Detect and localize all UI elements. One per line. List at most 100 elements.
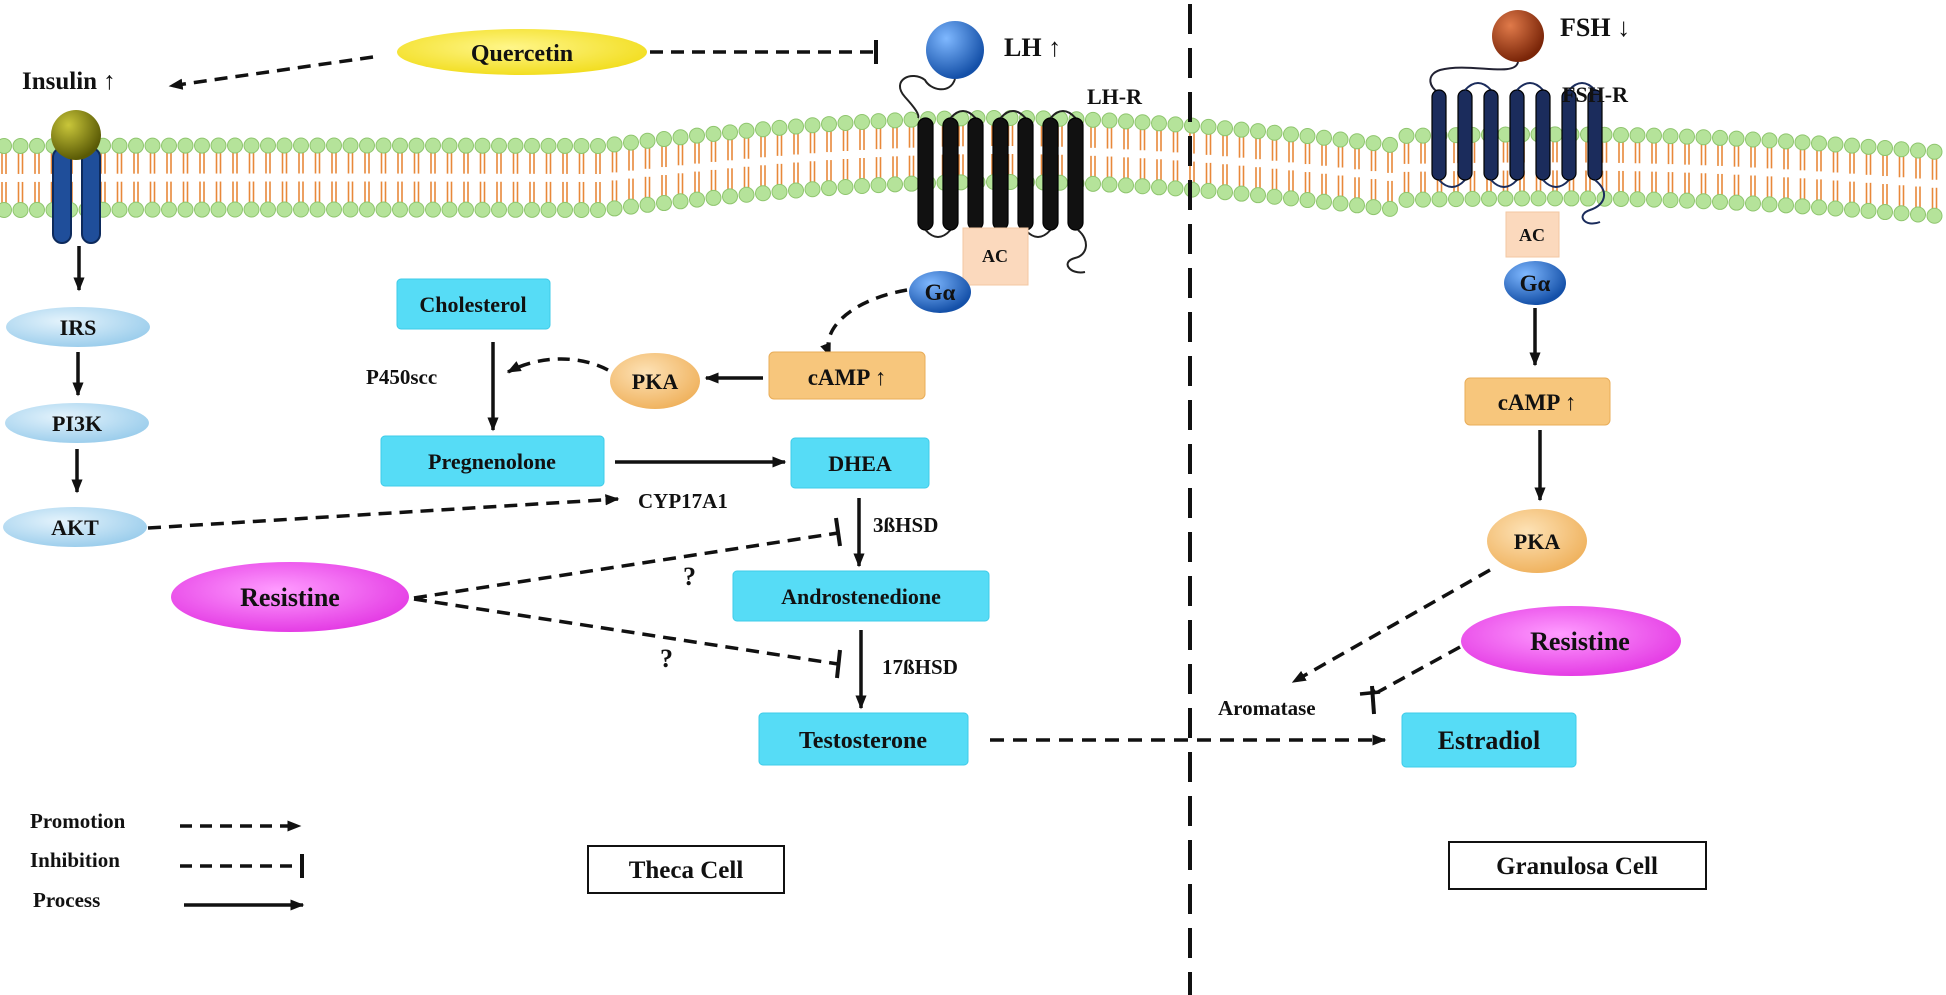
lipid-head: [1464, 190, 1481, 207]
lipid-head: [1860, 138, 1877, 155]
lipid-head: [1431, 191, 1448, 208]
androstenedione-box: [732, 570, 990, 622]
lipid-head: [722, 124, 738, 141]
lipid-head: [1283, 190, 1299, 207]
lipid-head: [128, 137, 144, 154]
lipid-head: [111, 137, 128, 154]
lipid-head: [1563, 190, 1580, 207]
receptor-loop: [1049, 110, 1077, 119]
lipid-head: [1266, 124, 1283, 141]
lipid-head: [441, 137, 458, 154]
lipid-head: [128, 201, 144, 218]
lipid-head: [557, 137, 573, 154]
lipid-head: [1382, 136, 1398, 153]
lipid-head: [1530, 190, 1547, 207]
transmembrane-helix: [917, 117, 934, 231]
lipid-head: [755, 185, 771, 202]
lipid-head: [738, 186, 755, 203]
irs-label: IRS: [60, 315, 97, 340]
estradiol-label: Estradiol: [1438, 726, 1541, 755]
lipid-head: [903, 111, 920, 128]
cyp17a1-label: CYP17A1: [638, 489, 728, 513]
lipid-head: [243, 137, 260, 154]
transmembrane-helix: [1483, 89, 1499, 181]
lipid-head: [1514, 190, 1530, 207]
receptor-loop: [1568, 82, 1596, 91]
lipid-head: [1844, 201, 1860, 218]
resistine-inhibits-3bhsd-line: [413, 531, 839, 600]
lipid-head: [0, 137, 12, 154]
lipid-head: [1761, 132, 1778, 149]
cholesterol-label: Cholesterol: [419, 292, 526, 317]
lipid-head: [1349, 133, 1365, 150]
lipid-head: [672, 193, 689, 210]
granulosa-resistine-node: [1461, 606, 1681, 676]
lipid-head: [408, 137, 425, 154]
lipid-head: [177, 201, 194, 218]
androstenedione-label: Androstenedione: [781, 584, 941, 609]
transmembrane-helix: [942, 117, 959, 231]
lipid-head: [1167, 116, 1184, 133]
granulosa-pka-node: [1487, 509, 1587, 573]
lipid-head: [491, 137, 507, 154]
quercetin-label: Quercetin: [471, 41, 573, 67]
lipid-head: [375, 201, 392, 218]
resistine-inhibits-17bhsd-line: [413, 597, 839, 666]
lipid-head: [260, 137, 276, 154]
lipid-head: [1662, 192, 1679, 209]
lipid-head: [656, 131, 672, 148]
legend-promotion-label: Promotion: [30, 809, 126, 833]
legend: Promotion Inhibition Process: [30, 809, 305, 912]
lipid-head: [1695, 129, 1712, 146]
lipid-head: [1118, 113, 1134, 130]
aromatase-label: Aromatase: [1218, 696, 1316, 720]
lipid-head: [458, 137, 474, 154]
transmembrane-helix: [1457, 89, 1473, 181]
cholesterol-box: [396, 278, 551, 330]
lipid-head: [1629, 127, 1646, 144]
lipid-head: [771, 183, 788, 200]
hsd3b-label: 3ßHSD: [873, 513, 938, 537]
lipid-head: [524, 201, 540, 218]
lipid-head: [1629, 191, 1646, 208]
lipid-head: [1365, 135, 1382, 152]
lipid-head: [1316, 193, 1332, 210]
lipid-head: [392, 201, 408, 218]
lipid-head: [606, 136, 623, 153]
lipid-head: [1332, 195, 1349, 212]
granulosa-ac-label: AC: [1519, 225, 1545, 245]
legend-inhibition-label: Inhibition: [30, 848, 120, 872]
lh-receptor: [917, 110, 1087, 274]
lipid-head: [540, 137, 557, 154]
lipid-head: [1448, 191, 1464, 208]
quercetin-promotes-insulin-arrow: [168, 55, 374, 90]
lh-label: LH ↑: [1004, 33, 1061, 62]
lipid-head: [1134, 178, 1151, 195]
lipid-head: [260, 201, 276, 218]
lipid-head: [1151, 115, 1167, 132]
lipid-head: [689, 127, 705, 144]
transmembrane-helix: [1535, 89, 1551, 181]
lipid-head: [1844, 137, 1860, 154]
hsd17b-label: 17ßHSD: [882, 655, 958, 679]
insulin-receptor: [51, 110, 101, 244]
lipid-head: [1250, 187, 1266, 204]
theca-cell-label: Theca Cell: [629, 857, 744, 884]
lipid-head: [804, 117, 821, 134]
lipid-head: [722, 188, 738, 205]
receptor-loop: [1516, 82, 1544, 91]
transmembrane-helix: [1067, 117, 1084, 231]
lipid-head: [293, 201, 309, 218]
lipid-head: [1827, 200, 1844, 217]
p450scc-label: P450scc: [366, 365, 437, 389]
lipid-head: [0, 201, 12, 218]
lipid-head: [854, 178, 870, 195]
lipid-head: [1266, 188, 1283, 205]
lipid-head: [1679, 128, 1695, 145]
lipid-head: [1101, 112, 1118, 129]
lipid-head: [887, 176, 903, 193]
transmembrane-helix: [1509, 89, 1525, 181]
resistine-inhibits-3bhsd-bar: [834, 517, 842, 547]
lipid-head: [1877, 204, 1893, 221]
lipid-head: [29, 201, 45, 218]
